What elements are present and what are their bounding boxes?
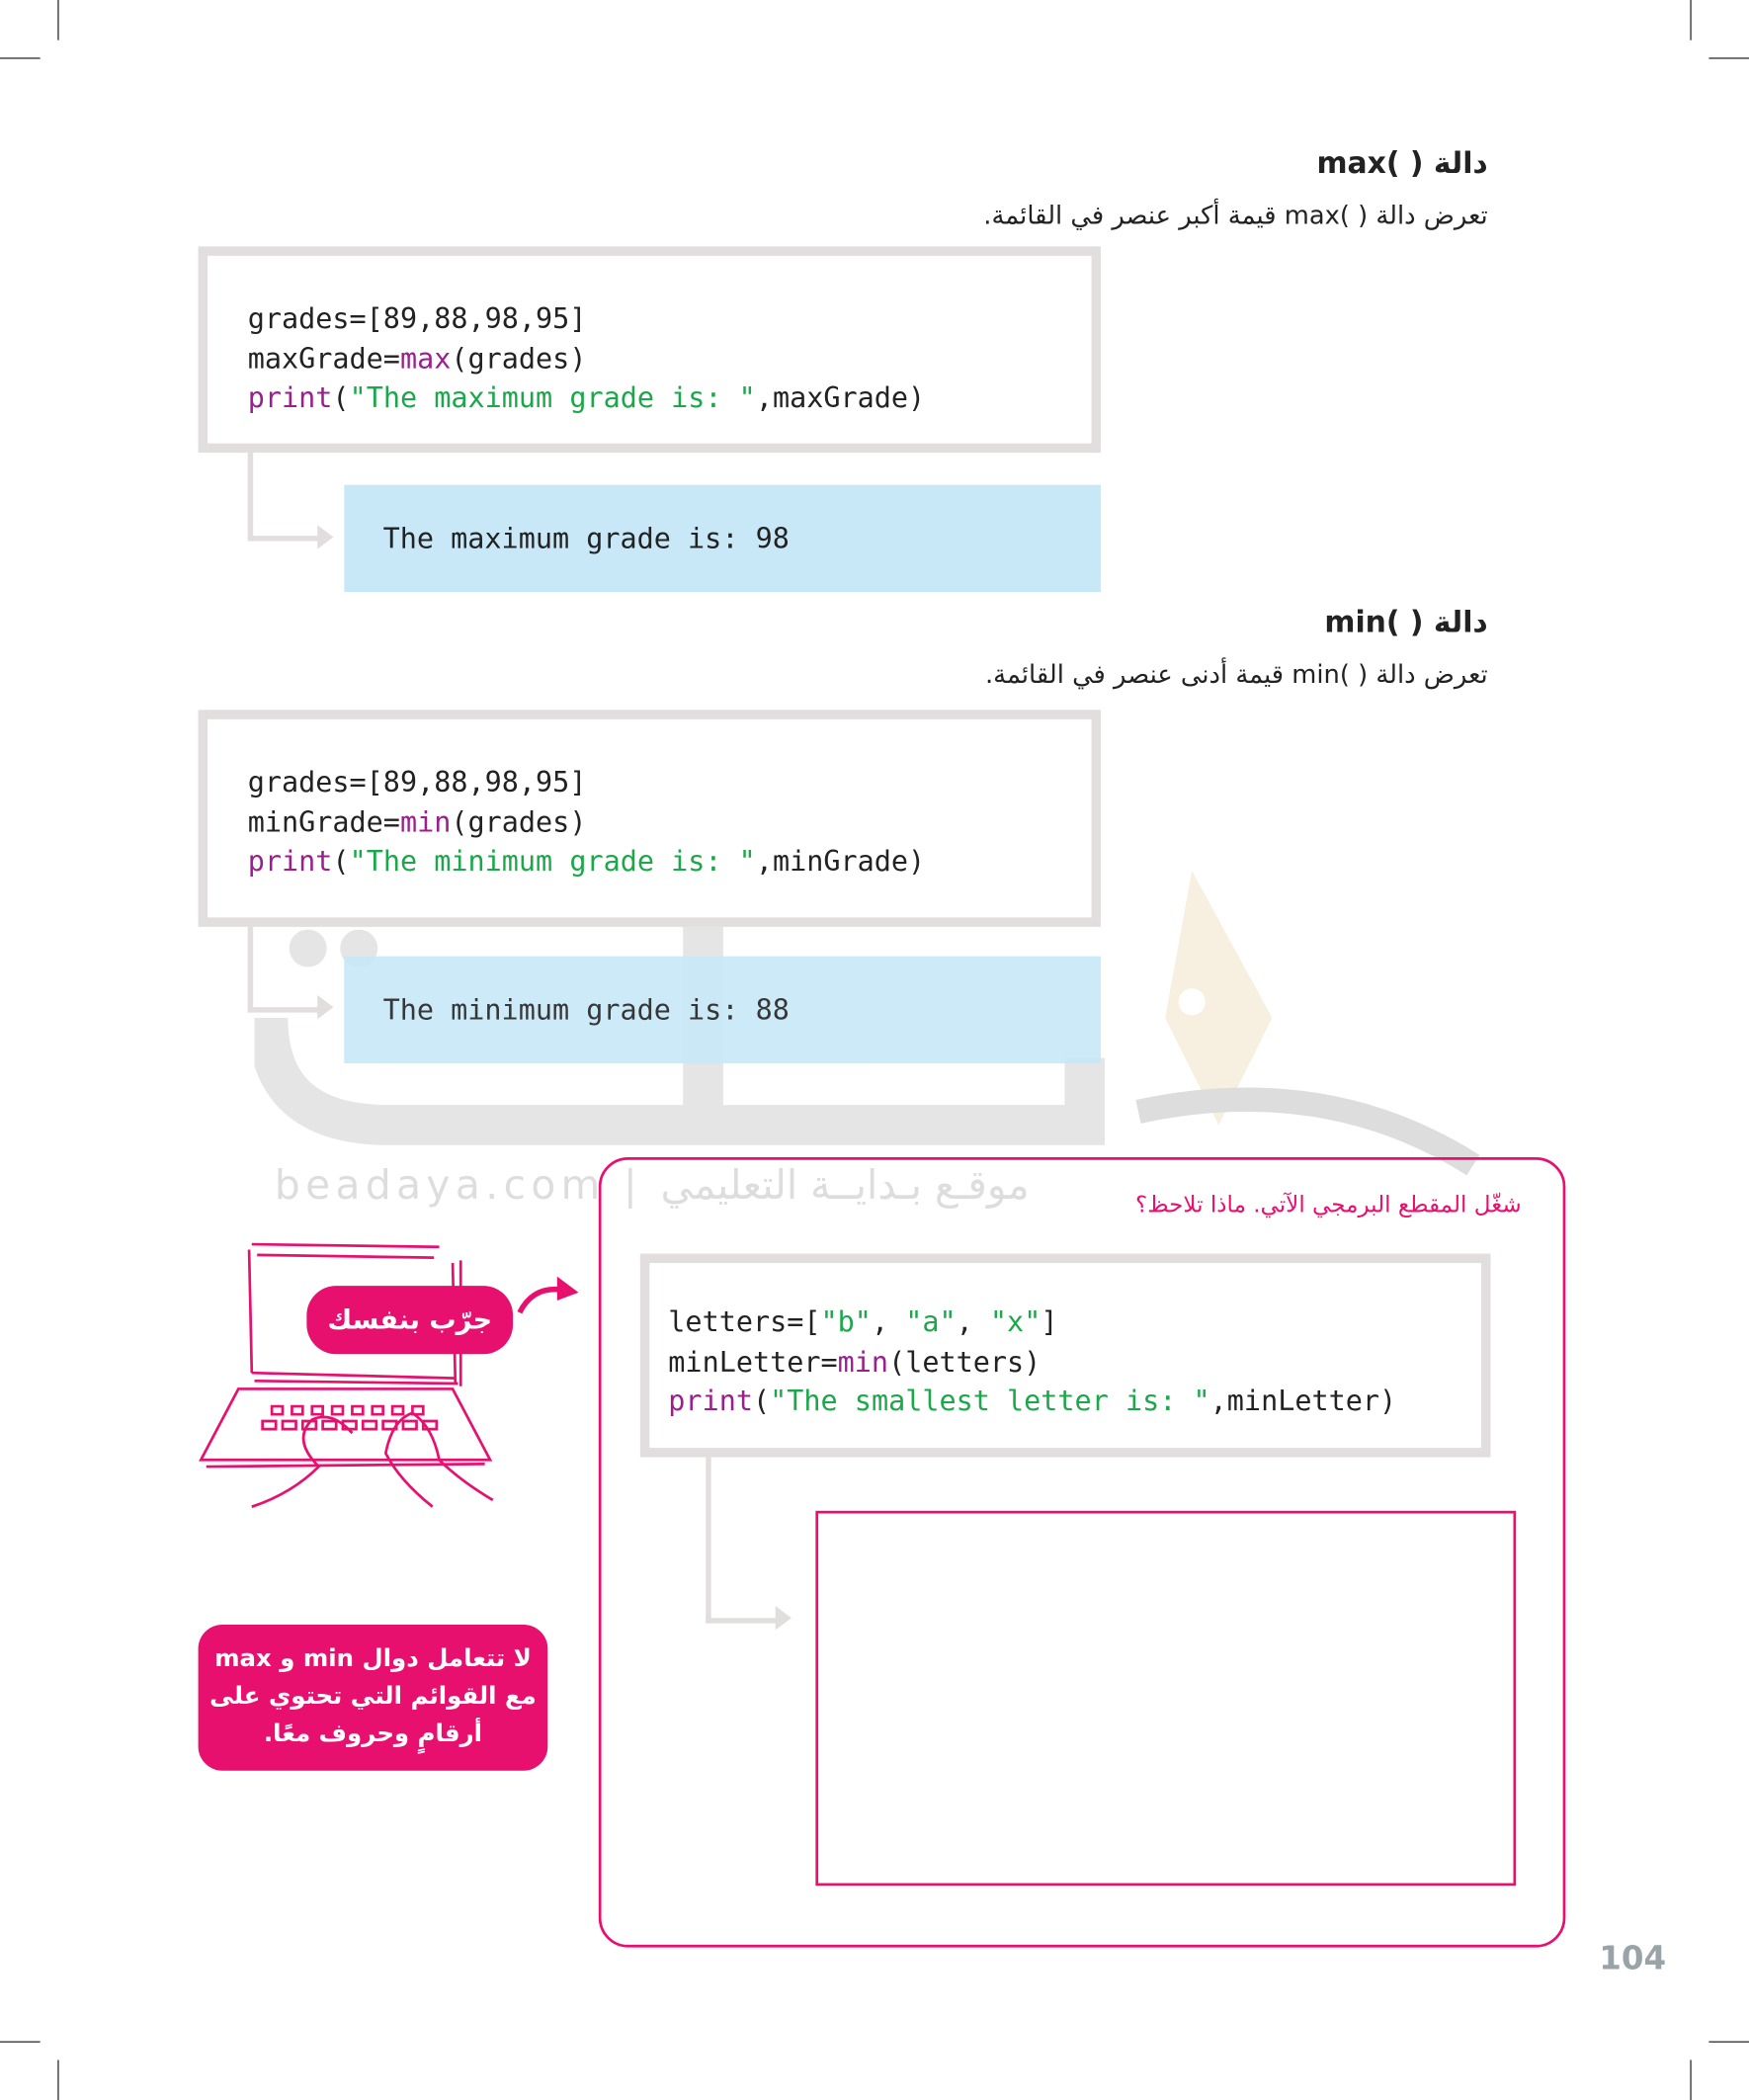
- try-it-panel: [598, 1156, 1566, 1948]
- min-output: The minimum grade is: 88: [344, 956, 1102, 1064]
- min-code-block: grades=[89,88,98,95] minGrade=min(grades…: [198, 710, 1102, 927]
- connector-line: [247, 453, 323, 542]
- crop-mark: [1708, 2041, 1749, 2043]
- arrow-right-icon: [317, 525, 334, 549]
- try-it-prompt: شغّل المقطع البرمجي الآتي. ماذا تلاحظ؟: [1135, 1192, 1522, 1219]
- min-heading: دالة ( )min: [1324, 606, 1488, 640]
- crop-mark: [57, 2059, 59, 2100]
- crop-mark: [0, 2041, 41, 2043]
- max-code-block: grades=[89,88,98,95] maxGrade=max(grades…: [198, 246, 1102, 454]
- watermark-logo: beadaya.com | موقـع بـدايــة التعليمي: [247, 857, 1487, 1231]
- watermark-text: beadaya.com | موقـع بـدايــة التعليمي: [274, 1162, 1030, 1210]
- page-number: 104: [1599, 1939, 1667, 1977]
- try-yourself-badge: جرّب بنفسك: [306, 1286, 514, 1355]
- note-line: مع القوائم التي تحتوي على: [209, 1682, 537, 1711]
- code-text: letters=["b", "a", "x"] minLetter=min(le…: [668, 1305, 1397, 1417]
- max-output: The maximum grade is: 98: [344, 484, 1102, 593]
- arrow-right-icon: [317, 994, 334, 1020]
- connector-line: [706, 1457, 782, 1624]
- answer-box[interactable]: [815, 1510, 1517, 1887]
- crop-mark: [0, 57, 41, 59]
- connector-line: [247, 926, 323, 1013]
- note-callout: لا تتعامل دوال min و max مع القوائم التي…: [198, 1624, 548, 1771]
- crop-mark: [57, 0, 59, 41]
- arrow-right-icon: [775, 1606, 791, 1631]
- code-text: grades=[89,88,98,95] maxGrade=max(grades…: [247, 302, 926, 414]
- crop-mark: [1690, 0, 1692, 41]
- crop-mark: [1690, 2059, 1692, 2100]
- note-line: لا تتعامل دوال min و max: [214, 1644, 532, 1673]
- crop-mark: [1708, 57, 1749, 59]
- try-it-code-block: letters=["b", "a", "x"] minLetter=min(le…: [639, 1253, 1491, 1458]
- note-line: أرقامٍ وحروف معًا.: [263, 1720, 483, 1748]
- code-text: grades=[89,88,98,95] minGrade=min(grades…: [247, 766, 926, 878]
- max-description: تعرض دالة ( )max قيمة أكبر عنصر في القائ…: [983, 201, 1488, 231]
- laptop-typing-icon: [199, 1242, 579, 1508]
- min-description: تعرض دالة ( )min قيمة أدنى عنصر في القائ…: [984, 660, 1488, 690]
- max-heading: دالة ( )max: [1316, 147, 1488, 181]
